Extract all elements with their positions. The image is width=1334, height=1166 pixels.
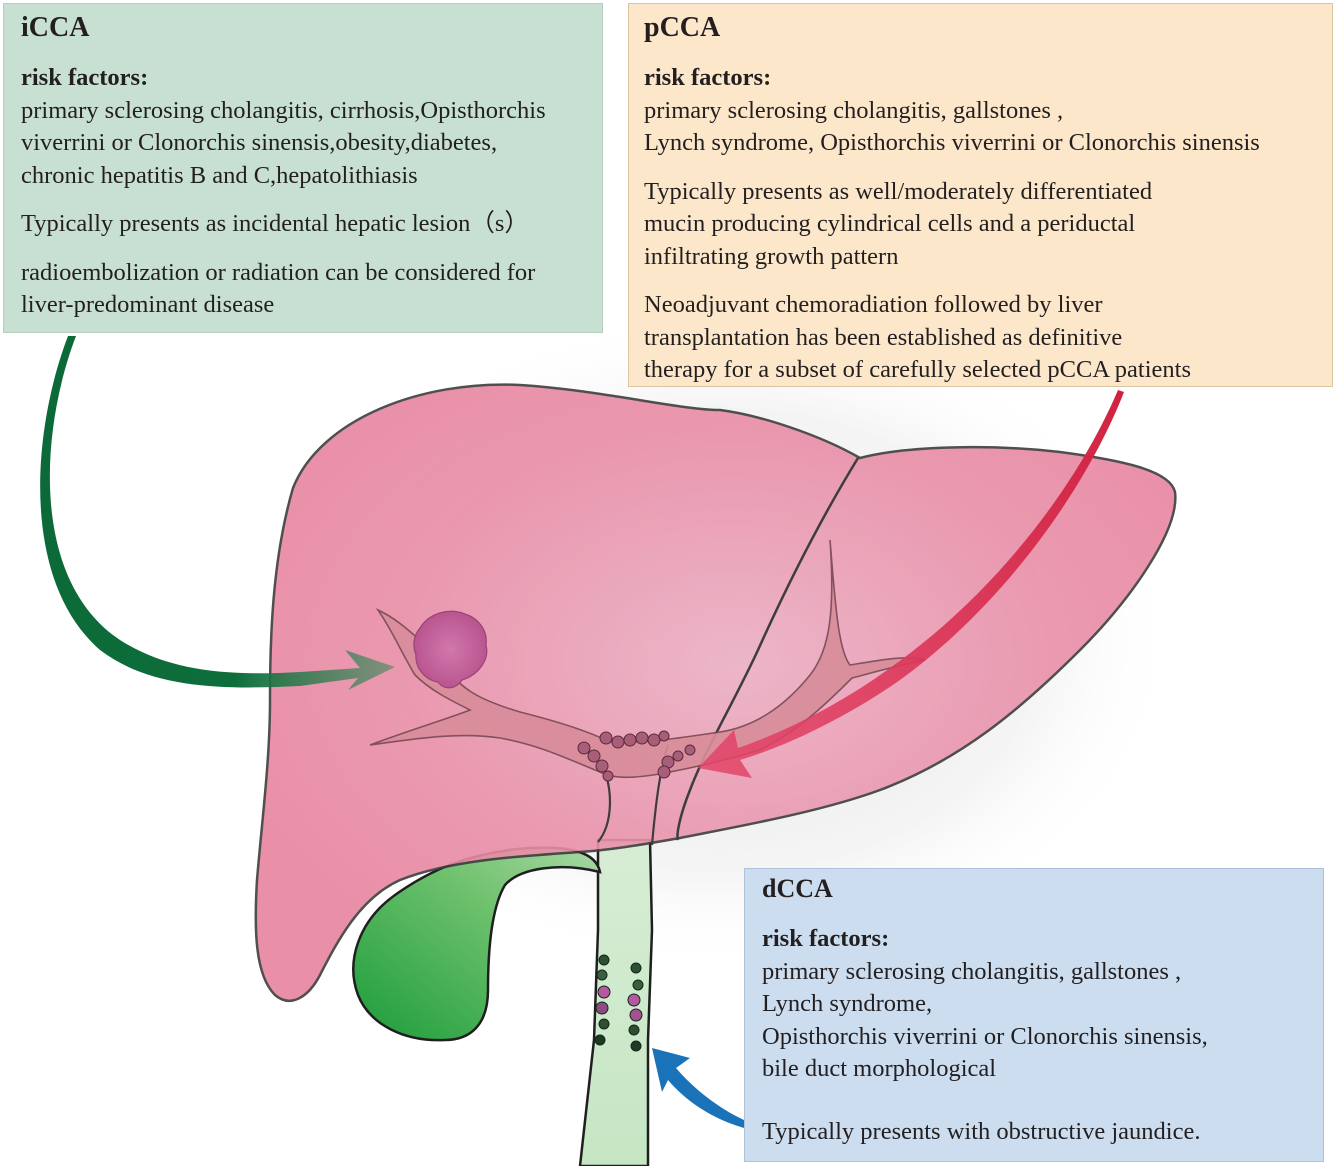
pcca-risk-factors-label: risk factors: — [644, 62, 1324, 95]
pcca-risk-line-1: primary sclerosing cholangitis, gallston… — [644, 95, 1324, 128]
icca-presentation: Typically presents as incidental hepatic… — [21, 208, 594, 241]
pcca-treatment-line-1: Neoadjuvant chemoradiation followed by l… — [644, 289, 1324, 322]
icca-title: iCCA — [21, 10, 594, 46]
pcca-treatment-line-2: transplantation has been established as … — [644, 322, 1324, 355]
pcca-info-box: pCCA risk factors: primary sclerosing ch… — [628, 3, 1333, 387]
pcca-risk-line-2: Lynch syndrome, Opisthorchis viverrini o… — [644, 127, 1324, 160]
dcca-risk-line-1: primary sclerosing cholangitis, gallston… — [762, 956, 1315, 989]
dcca-arrow — [652, 1048, 744, 1128]
dcca-risk-line-2: Lynch syndrome, — [762, 988, 1315, 1021]
pcca-treatment-line-3: therapy for a subset of carefully select… — [644, 354, 1324, 387]
icca-risk-line-2: viverrini or Clonorchis sinensis,obesity… — [21, 127, 594, 160]
dcca-risk-line-4: bile duct morphological — [762, 1053, 1315, 1086]
dcca-risk-factors-label: risk factors: — [762, 923, 1315, 956]
icca-risk-factors-label: risk factors: — [21, 62, 594, 95]
dcca-presentation: Typically presents with obstructive jaun… — [762, 1116, 1315, 1149]
pcca-title: pCCA — [644, 10, 1324, 46]
icca-info-box: iCCA risk factors: primary sclerosing ch… — [3, 3, 603, 333]
icca-treatment-line-1: radioembolization or radiation can be co… — [21, 257, 594, 290]
pcca-presentation-line-3: infiltrating growth pattern — [644, 241, 1324, 274]
pcca-presentation-line-2: mucin producing cylindrical cells and a … — [644, 208, 1324, 241]
dcca-info-box: dCCA risk factors: primary sclerosing ch… — [744, 868, 1324, 1162]
pcca-presentation-line-1: Typically presents as well/moderately di… — [644, 176, 1324, 209]
dcca-title: dCCA — [762, 871, 1315, 907]
dcca-risk-line-3: Opisthorchis viverrini or Clonorchis sin… — [762, 1021, 1315, 1054]
icca-risk-line-3: chronic hepatitis B and C,hepatolithiasi… — [21, 160, 594, 193]
icca-treatment-line-2: liver-predominant disease — [21, 289, 594, 322]
icca-risk-line-1: primary sclerosing cholangitis, cirrhosi… — [21, 95, 594, 128]
